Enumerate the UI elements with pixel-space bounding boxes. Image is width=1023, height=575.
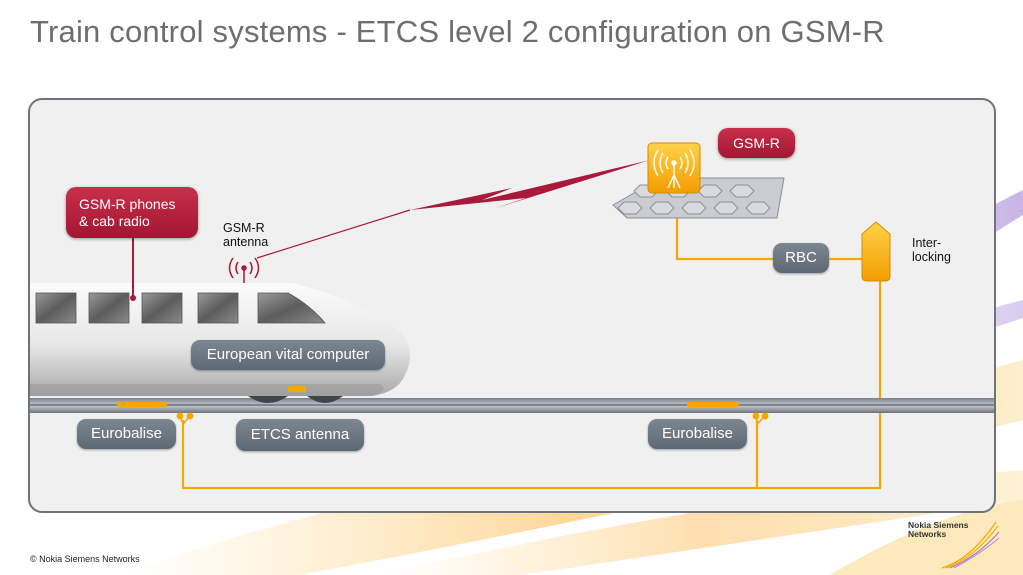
logo-swoosh-icon xyxy=(941,521,1000,569)
etcs-antenna-marker xyxy=(288,386,306,392)
page-title: Train control systems - ETCS level 2 con… xyxy=(30,14,885,49)
railway-track xyxy=(30,398,994,413)
logo-line1: Nokia Siemens xyxy=(908,520,969,530)
gsmr-label-text: GSM-R xyxy=(733,135,780,151)
etcs-antenna-label: ETCS antenna xyxy=(236,419,364,451)
train-window xyxy=(197,292,239,324)
company-logo: Nokia Siemens Networks xyxy=(908,521,968,539)
interlocking-label: Inter- locking xyxy=(912,236,951,264)
radio-link-icon xyxy=(256,160,650,259)
gsmr-antenna-label: GSM-R antenna xyxy=(223,221,268,249)
train-window-front xyxy=(257,292,326,324)
gsmr-antenna-line2: antenna xyxy=(223,235,269,249)
eurobalise-right-label: Eurobalise xyxy=(648,419,747,449)
gsmr-phones-line1: GSM-R phones xyxy=(79,196,176,212)
train-window xyxy=(141,292,183,324)
gsmr-phones-label: GSM-R phones & cab radio xyxy=(66,187,198,238)
gsmr-antenna-line1: GSM-R xyxy=(223,221,265,235)
logo-line2: Networks xyxy=(908,529,947,539)
gsmr-label: GSM-R xyxy=(718,128,795,158)
interlocking-line1: Inter- xyxy=(912,236,942,250)
european-vital-computer-label: European vital computer xyxy=(191,340,385,370)
base-station-icon xyxy=(647,142,701,194)
phones-pointer xyxy=(130,238,136,301)
eurobalise-right-marker xyxy=(687,402,739,407)
footer-copyright: © Nokia Siemens Networks xyxy=(30,554,140,564)
train-window xyxy=(35,292,77,324)
gsmr-phones-line2: & cab radio xyxy=(79,213,150,229)
eurobalise-left-marker xyxy=(117,402,167,407)
interlocking-line2: locking xyxy=(912,250,951,264)
interlocking-icon xyxy=(861,221,891,282)
antenna-icon xyxy=(228,257,260,283)
rbc-label: RBC xyxy=(773,243,829,273)
train-window xyxy=(88,292,130,324)
eurobalise-left-label: Eurobalise xyxy=(77,419,176,449)
